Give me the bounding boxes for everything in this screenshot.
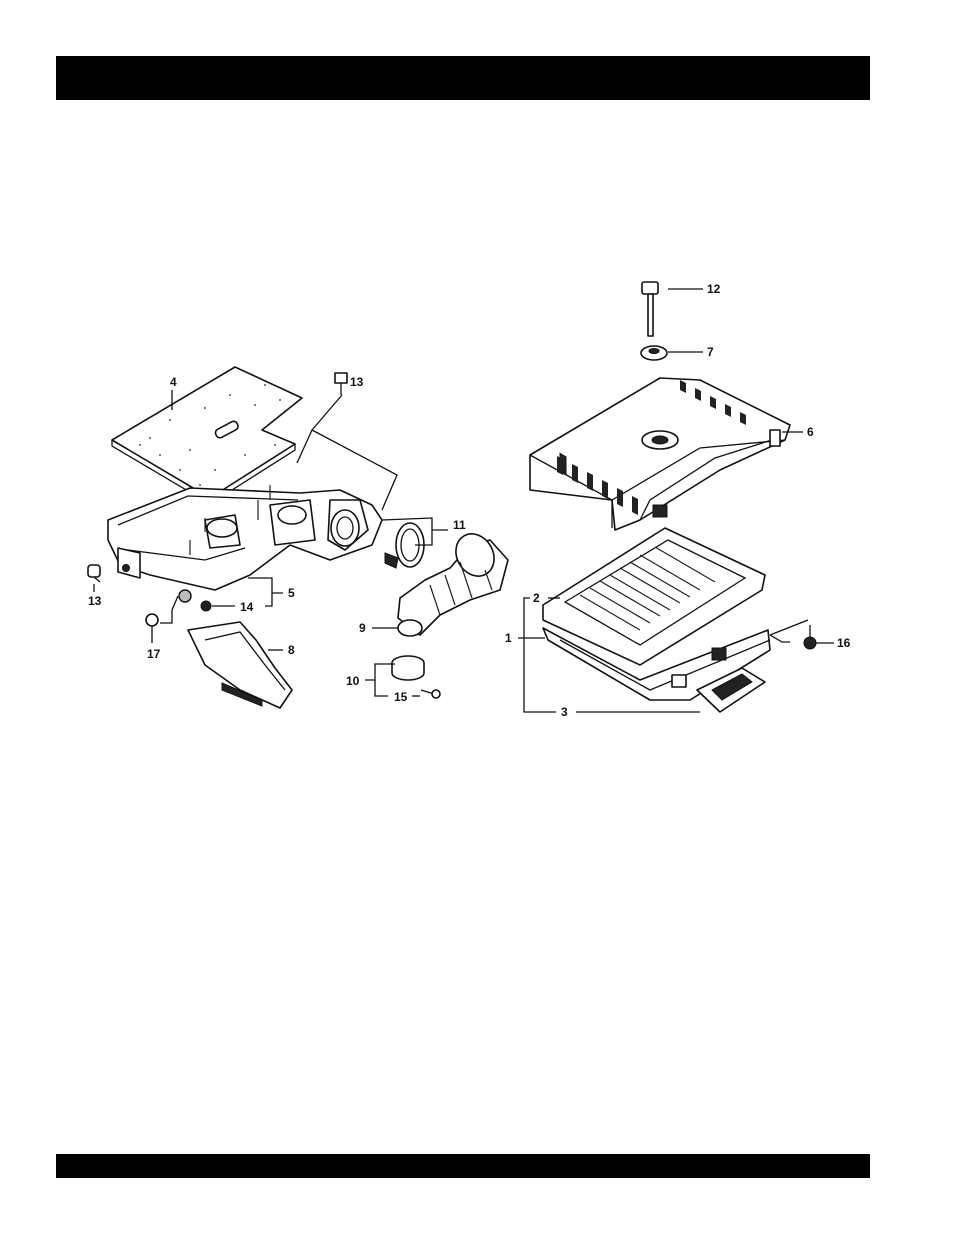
part-13-bolt-left [88, 565, 100, 582]
part-13-bolt-top [335, 373, 347, 395]
part-16-bolt [804, 625, 816, 649]
part-12-stud [642, 282, 658, 336]
callout-13-top: 13 [350, 375, 364, 389]
part-17-bolt [146, 614, 158, 636]
part-10-clamp [392, 656, 424, 680]
callout-7: 7 [707, 345, 714, 359]
callout-3: 3 [561, 705, 568, 719]
callout-6: 6 [807, 425, 814, 439]
callout-12: 12 [707, 282, 721, 296]
part-14-grommet [201, 601, 211, 611]
callout-4: 4 [170, 375, 177, 389]
callout-11: 11 [453, 518, 466, 532]
part-6-top-cover [530, 378, 790, 530]
callout-13-left: 13 [88, 594, 102, 608]
callout-8: 8 [288, 643, 295, 657]
callout-14: 14 [240, 600, 254, 614]
part-15-screw [421, 690, 440, 698]
part-4-plate [112, 367, 302, 504]
part-5-lower-housing [108, 485, 382, 602]
callout-5: 5 [288, 586, 295, 600]
callout-9: 9 [359, 621, 366, 635]
callout-1: 1 [505, 631, 512, 645]
callout-16: 16 [837, 636, 851, 650]
callout-10: 10 [346, 674, 360, 688]
callout-15: 15 [394, 690, 408, 704]
part-7-grommet [641, 346, 667, 360]
callout-17: 17 [147, 647, 161, 661]
callout-2: 2 [533, 591, 540, 605]
part-8-duct [188, 622, 292, 708]
